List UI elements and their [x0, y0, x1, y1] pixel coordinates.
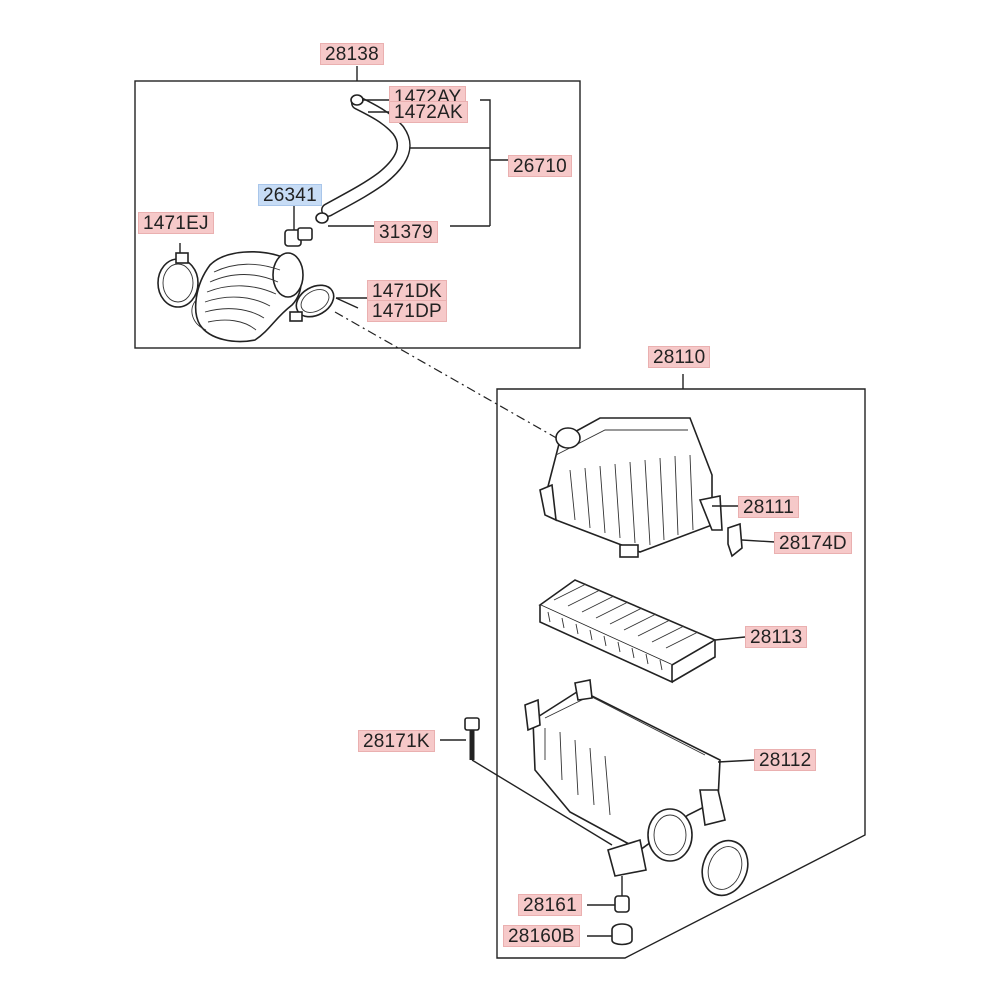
part-label-28110[interactable]: 28110: [648, 346, 711, 368]
bushing-and-insulator: [611, 876, 633, 946]
part-label-26341[interactable]: 26341: [258, 184, 322, 206]
mounting-bolt: [464, 717, 613, 846]
air-cleaner-upper-cover: [539, 417, 723, 558]
part-label-31379[interactable]: 31379: [374, 221, 438, 243]
part-label-28113[interactable]: 28113: [745, 626, 808, 648]
part-label-26710[interactable]: 26710: [508, 155, 572, 177]
duct-seal-ring: [701, 839, 749, 897]
intake-hose-bellows: [191, 251, 304, 343]
part-label-28161[interactable]: 28161: [518, 894, 582, 916]
part-label-28174D[interactable]: 28174D: [774, 532, 852, 554]
air-cleaner-assembly-box: [496, 374, 866, 959]
part-label-1472AK[interactable]: 1472AK: [389, 101, 468, 123]
connection-dash-line: [334, 311, 561, 441]
retaining-clip: [727, 522, 743, 558]
part-label-28112[interactable]: 28112: [754, 749, 817, 771]
intake-hose-assembly-box: [134, 66, 581, 349]
lower-leader-lines: [440, 505, 776, 937]
air-filter-element: [538, 579, 717, 684]
hose-clamp-right: [289, 284, 335, 322]
part-label-28111[interactable]: 28111: [738, 496, 800, 518]
part-label-1471DK[interactable]: 1471DK: [367, 280, 447, 302]
air-cleaner-lower-body: [524, 679, 726, 877]
upper-leader-lines: [293, 99, 510, 309]
part-label-28160B[interactable]: 28160B: [503, 925, 580, 947]
nipple-part: [284, 227, 313, 247]
hose-clamp-left: [157, 243, 199, 308]
part-label-28138[interactable]: 28138: [320, 43, 384, 65]
part-label-28171K[interactable]: 28171K: [358, 730, 435, 752]
breather-hose: [315, 94, 411, 224]
part-label-1471EJ[interactable]: 1471EJ: [138, 212, 214, 234]
part-label-1471DP[interactable]: 1471DP: [367, 300, 447, 322]
